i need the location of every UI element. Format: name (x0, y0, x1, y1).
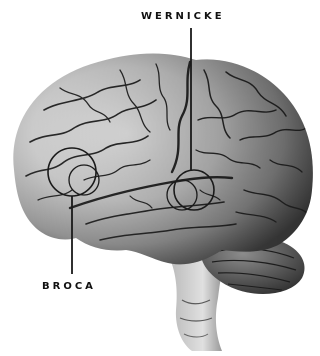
cerebrum (13, 54, 313, 265)
wernicke-label: WERNICKE (141, 11, 225, 22)
broca-label: BROCA (42, 281, 96, 292)
